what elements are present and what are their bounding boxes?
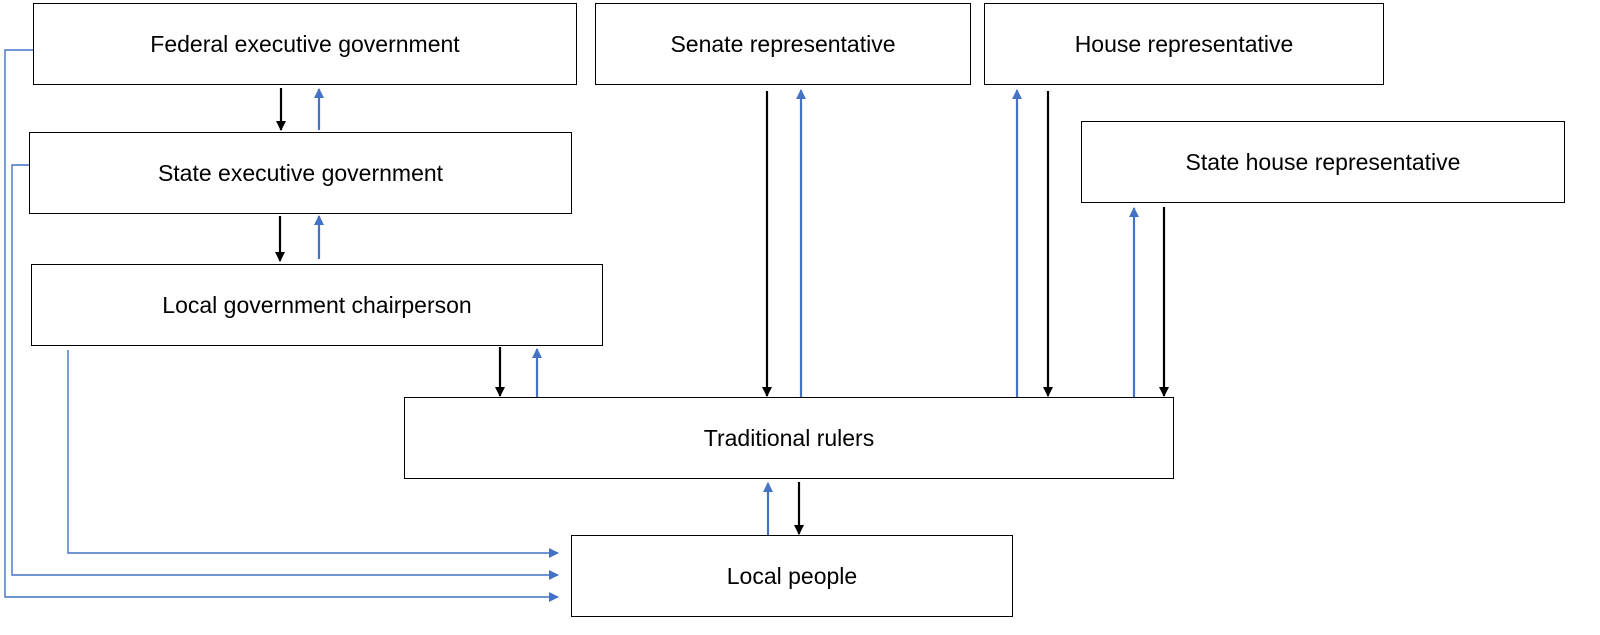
feedback-state-to-people [11, 164, 559, 580]
local-people-box: Local people [571, 535, 1013, 617]
federal-executive-box: Federal executive government [33, 3, 577, 85]
local-people-label: Local people [726, 562, 858, 589]
feedback-local-gov-to-people [67, 350, 559, 558]
local-government-box: Local government chairperson [31, 264, 603, 346]
senate-representative-box: Senate representative [595, 3, 971, 85]
state-executive-box: State executive government [29, 132, 572, 214]
federal-executive-label: Federal executive government [150, 30, 460, 57]
traditional-rulers-label: Traditional rulers [703, 424, 875, 451]
feedback-federal-to-people [4, 49, 559, 602]
state-executive-label: State executive government [157, 159, 444, 186]
traditional-rulers-box: Traditional rulers [404, 397, 1174, 479]
house-representative-label: House representative [1074, 30, 1294, 57]
senate-representative-label: Senate representative [670, 30, 896, 57]
state-house-representative-label: State house representative [1185, 148, 1461, 175]
house-representative-box: House representative [984, 3, 1384, 85]
local-government-label: Local government chairperson [162, 291, 472, 318]
state-house-representative-box: State house representative [1081, 121, 1565, 203]
